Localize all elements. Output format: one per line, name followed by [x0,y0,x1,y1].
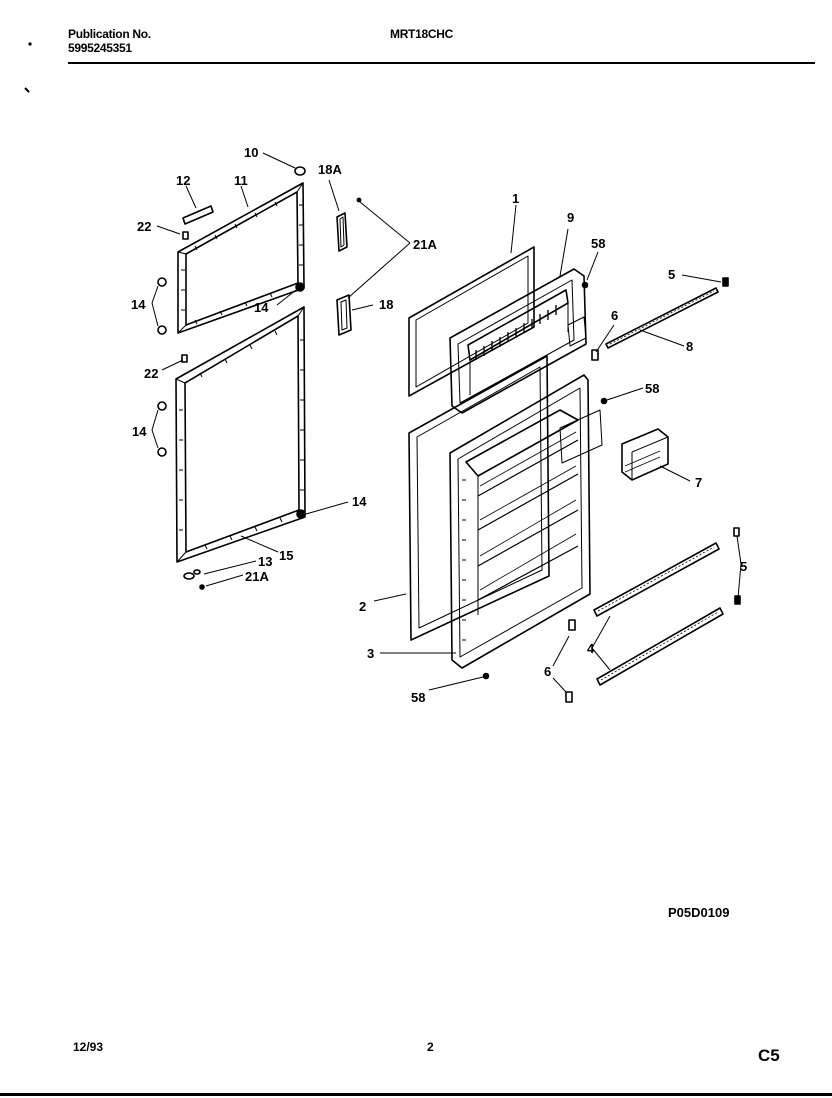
punch-mark [24,87,30,93]
section-code: C5 [758,1046,780,1065]
publication-number: 5995245351 [68,41,132,55]
door-stop-bar [605,287,719,349]
callout-58: 58 [591,236,605,251]
callout-22: 22 [137,219,151,234]
callout-18: 18 [379,297,393,312]
plug [157,277,167,287]
freezer-door-panel [408,246,535,397]
screw [181,354,188,363]
callout-21a: 21A [413,237,437,252]
handle-18 [336,294,352,336]
callout-8: 8 [686,339,693,354]
end-cap [734,595,741,605]
callout-9: 9 [567,210,574,225]
revision-date: 12/93 [73,1040,104,1054]
callout-3: 3 [367,646,374,661]
door-trim-strip-lower [596,607,724,686]
fresh-food-door-panel [408,355,550,641]
callout-22: 22 [144,366,158,381]
callout-14: 14 [254,300,269,315]
freezer-door-liner [449,268,587,414]
plug [157,447,167,457]
callout-14: 14 [132,424,147,439]
leader-lines [151,152,742,693]
callout-12: 12 [176,173,190,188]
screw [356,197,362,203]
screw [581,281,589,289]
hinge-washer [183,572,195,580]
callout-14: 14 [352,494,367,509]
end-cap [733,527,740,537]
page-number: 2 [427,1040,434,1054]
publication-label: Publication No. [68,27,151,41]
callout-1: 1 [512,191,519,206]
callout-2: 2 [359,599,366,614]
callout-7: 7 [695,475,702,490]
door-trim-strip-upper [593,542,720,617]
plug [296,509,306,519]
hinge-pin [568,619,576,631]
callout-5: 5 [740,559,747,574]
model-number: MRT18CHC [390,27,453,41]
callout-10: 10 [244,145,258,160]
freezer-door-liner-frame [177,182,305,334]
callout-4: 4 [587,641,595,656]
hinge-washer [193,569,201,575]
callout-11: 11 [234,173,248,188]
hinge-cap [294,166,306,176]
plug [295,282,305,292]
drawing-code: P05D0109 [668,905,730,920]
handle-18a [336,212,348,252]
plug [157,401,167,411]
footer-rule [0,1093,832,1096]
callout-58: 58 [645,381,659,396]
callout-18a: 18A [318,162,342,177]
callout-13: 13 [258,554,272,569]
callout-14: 14 [131,297,146,312]
callout-6: 6 [544,664,551,679]
hinge-pin [565,691,573,703]
punch-mark [28,42,32,46]
screw [199,584,205,590]
end-cap [722,277,729,287]
callout-15: 15 [279,548,293,563]
callout-58: 58 [411,690,425,705]
fresh-food-door-liner-frame [175,306,306,563]
callout-21a: 21A [245,569,269,584]
fresh-food-door-liner [449,374,603,669]
screw [600,397,608,405]
dairy-compartment-door [621,428,669,481]
screw [182,231,189,240]
door-handle-trim [182,205,214,225]
callout-6: 6 [611,308,618,323]
header-rule [68,62,815,64]
screw [482,672,490,680]
callout-5: 5 [668,267,675,282]
hinge-pin [591,349,599,361]
plug [157,325,167,335]
